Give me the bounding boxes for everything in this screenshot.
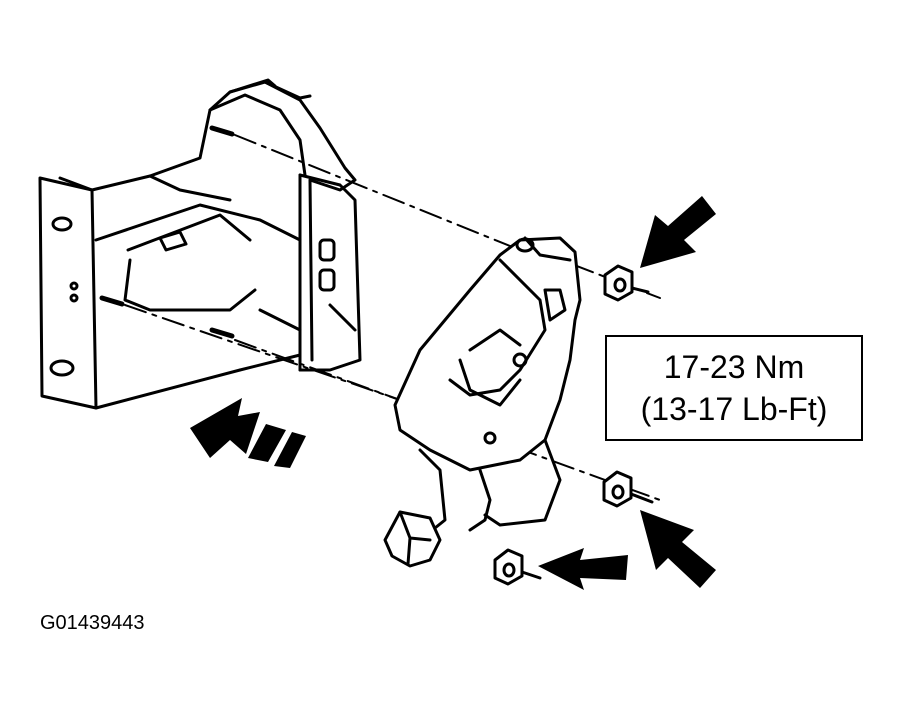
brake-pedal-assembly [383,236,582,568]
support-bracket [90,78,362,372]
direction-arrow-icon [190,398,306,468]
arrow-upper-nut-icon [640,196,716,268]
mounting-plate [38,176,242,410]
nut-upper [603,264,650,302]
torque-spec-box: 17-23 Nm (13-17 Lb-Ft) [605,335,863,441]
arrow-lower-nut-icon [538,548,628,590]
nut-lower [493,548,542,586]
figure-id: G01439443 [40,612,145,634]
nut-middle [602,470,654,508]
torque-metric: 17-23 Nm [663,349,805,385]
torque-imperial: (13-17 Lb-Ft) [640,391,828,427]
arrow-middle-nut-icon [640,510,716,588]
